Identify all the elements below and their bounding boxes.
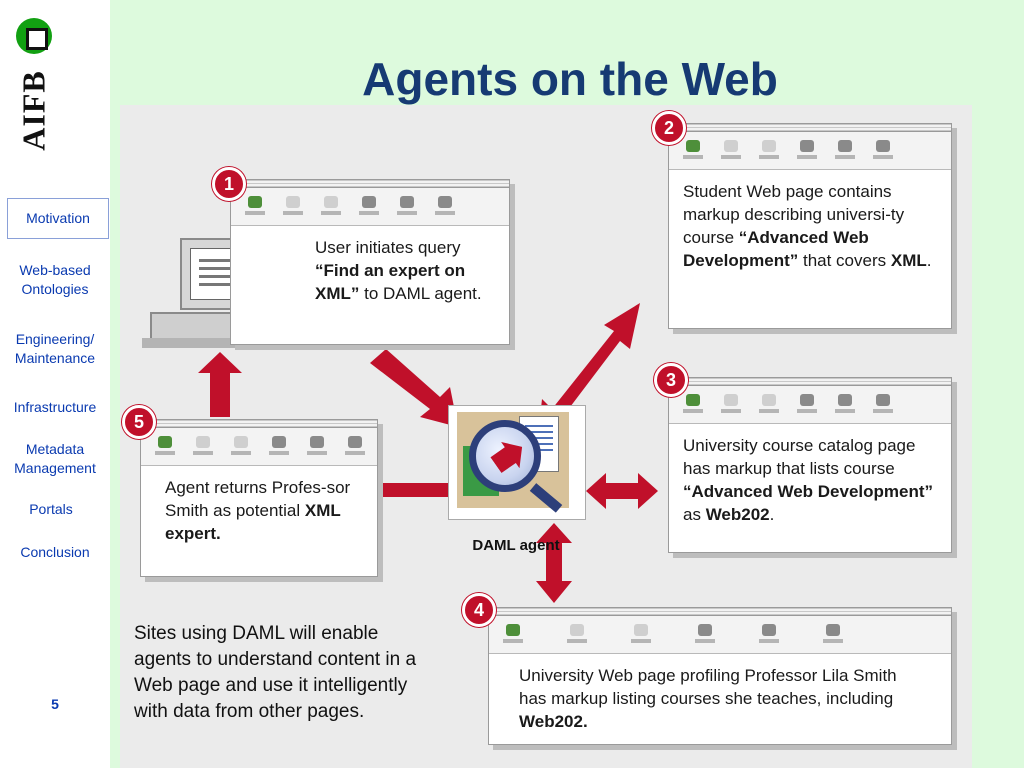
arrow-agent-to-step3 [586,473,658,509]
arrow-query-to-agent [370,349,458,427]
search-icon [397,195,417,218]
forward-icon [721,139,741,162]
bookmarks-icon [873,139,893,162]
search-icon [307,435,327,458]
nav-item-conclusion[interactable]: Conclusion [20,544,90,560]
home-icon [695,623,715,646]
step3-text: University course catalog page has marku… [683,436,934,524]
reload-icon [759,139,779,162]
back-icon [503,623,523,646]
slide-title: Agents on the Web [362,53,778,105]
nav-item-portals[interactable]: Portals [29,501,73,517]
bookmarks-icon [345,435,365,458]
daml-agent-graphic [448,405,586,520]
bookmarks-icon [823,623,843,646]
flow-arrows [198,303,658,603]
nav-item-engineering-maintenance[interactable]: Engineering/ Maintenance [14,331,96,366]
reload-icon [231,435,251,458]
reload-icon [631,623,651,646]
page-number: 5 [51,696,59,712]
reload-icon [759,393,779,416]
nav-item-motivation[interactable]: Motivation [7,198,109,239]
step-badge-4: 4 [462,593,496,627]
step-badge-5: 5 [122,405,156,439]
agent-label: DAML agent [472,537,560,554]
browser-window-step4: University Web page profiling Professor … [488,607,952,745]
step-badge-2: 2 [652,111,686,145]
browser-window-step3: University course catalog page has marku… [668,377,952,553]
bookmarks-icon [435,195,455,218]
search-icon [759,623,779,646]
step-badge-3: 3 [654,363,688,397]
magnifier-icon [469,420,541,492]
nav-item-infrastructure[interactable]: Infrastructure [13,399,97,415]
forward-icon [193,435,213,458]
browser-toolbar [141,428,377,466]
daml-agent-figure: User initiates query “Find an expert on … [120,105,972,768]
step-badge-1: 1 [212,167,246,201]
arrow-agent-to-step4 [536,523,572,603]
browser-toolbar [669,132,951,170]
search-icon [835,393,855,416]
home-icon [797,393,817,416]
home-icon [269,435,289,458]
forward-icon [567,623,587,646]
search-icon [835,139,855,162]
browser-window-step2: Student Web page contains markup describ… [668,123,952,329]
logo-text: AIFB [15,70,52,151]
logo-emblem-icon [16,18,52,54]
back-icon [155,435,175,458]
step2-text: Student Web page contains markup describ… [683,182,932,270]
step4-text: University Web page profiling Professor … [519,666,897,731]
sidebar: AIFB Motivation Web-based Ontologies Eng… [0,0,110,768]
forward-icon [721,393,741,416]
browser-toolbar [669,386,951,424]
bookmarks-icon [873,393,893,416]
nav-item-metadata-management[interactable]: Metadata Management [14,441,96,476]
back-icon [683,139,703,162]
nav-item-web-based-ontologies[interactable]: Web-based Ontologies [19,262,91,297]
back-icon [245,195,265,218]
home-icon [359,195,379,218]
aifb-logo: AIFB [14,14,58,151]
reload-icon [321,195,341,218]
forward-icon [283,195,303,218]
arrow-step5-link [378,483,450,497]
arrow-agent-to-step2 [538,303,640,437]
figure-caption: Sites using DAML will enable agents to u… [134,623,417,722]
browser-window-step5: Agent returns Profes-sor Smith as potent… [140,419,378,577]
browser-toolbar [231,188,509,226]
browser-toolbar [489,616,951,654]
arrow-step5-to-user [198,352,242,417]
step1-text: User initiates query “Find an expert on … [315,238,482,303]
browser-window-step1: User initiates query “Find an expert on … [230,179,510,345]
home-icon [797,139,817,162]
step5-text: Agent returns Profes-sor Smith as potent… [165,478,351,543]
back-icon [683,393,703,416]
